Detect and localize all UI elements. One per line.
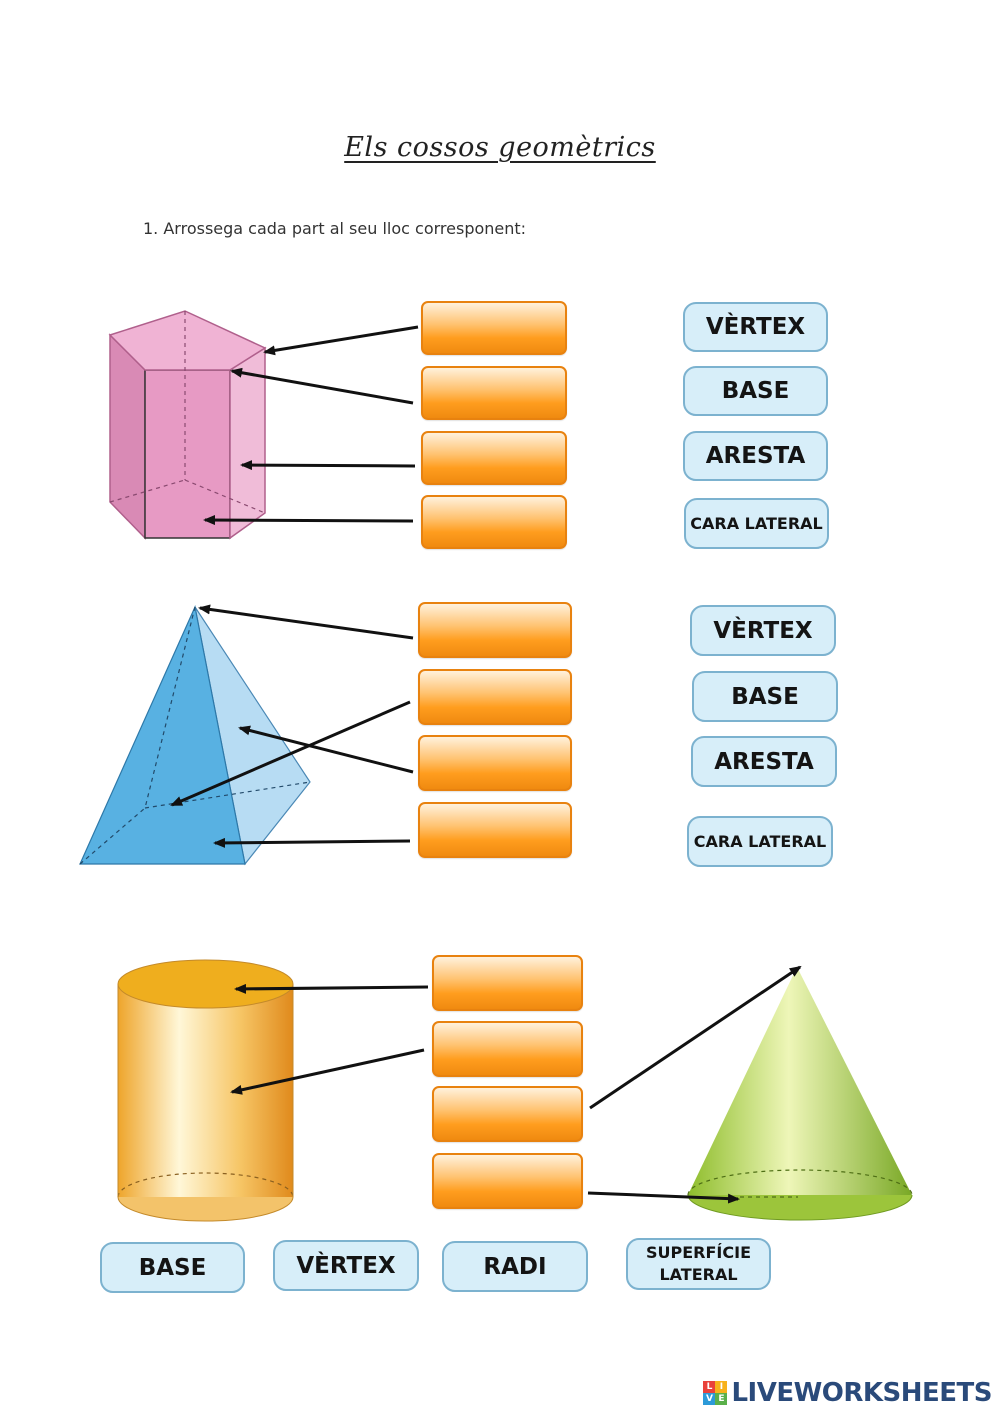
drop-zone-prism-4[interactable] <box>421 495 567 549</box>
label-pyramid-cara-lateral[interactable]: CARA LATERAL <box>687 816 833 867</box>
label-prism-vertex[interactable]: VÈRTEX <box>683 302 828 352</box>
label-prism-aresta[interactable]: ARESTA <box>683 431 828 481</box>
worksheet-title: Els cossos geomètrics <box>344 132 656 163</box>
label-round-radi[interactable]: RADI <box>442 1241 588 1292</box>
drop-zone-round-3[interactable] <box>432 1086 583 1142</box>
instruction-text: 1. Arrossega cada part al seu lloc corre… <box>143 219 527 238</box>
cylinder <box>117 959 294 1222</box>
drop-zone-prism-1[interactable] <box>421 301 567 355</box>
drop-zone-round-2[interactable] <box>432 1021 583 1077</box>
square-pyramid <box>79 605 311 866</box>
cone <box>687 967 913 1221</box>
label-round-superficie-lateral[interactable]: SUPERFÍCIE LATERAL <box>626 1238 771 1290</box>
label-prism-base[interactable]: BASE <box>683 366 828 416</box>
drop-zone-pyramid-4[interactable] <box>418 802 572 858</box>
drop-zone-round-1[interactable] <box>432 955 583 1011</box>
label-round-vertex[interactable]: VÈRTEX <box>273 1240 419 1291</box>
drop-zone-round-4[interactable] <box>432 1153 583 1209</box>
liveworksheets-brand-text: LIVEWORKSHEETS <box>731 1378 992 1408</box>
prism-arrows <box>203 325 419 526</box>
pentagonal-prism <box>108 310 267 540</box>
drop-zone-pyramid-2[interactable] <box>418 669 572 725</box>
drop-zone-pyramid-1[interactable] <box>418 602 572 658</box>
drop-zone-pyramid-3[interactable] <box>418 735 572 791</box>
liveworksheets-logo: L I V E LIVEWORKSHEETS <box>703 1378 992 1408</box>
label-prism-cara-lateral[interactable]: CARA LATERAL <box>684 498 829 549</box>
round-bodies-arrows <box>230 965 802 1204</box>
label-pyramid-aresta[interactable]: ARESTA <box>691 736 837 787</box>
drop-zone-prism-2[interactable] <box>421 366 567 420</box>
drop-zone-prism-3[interactable] <box>421 431 567 485</box>
pyramid-arrows <box>170 604 414 848</box>
label-pyramid-base[interactable]: BASE <box>692 671 838 722</box>
liveworksheets-logo-icon: L I V E <box>703 1381 728 1405</box>
label-pyramid-vertex[interactable]: VÈRTEX <box>690 605 836 656</box>
label-round-base[interactable]: BASE <box>100 1242 245 1293</box>
